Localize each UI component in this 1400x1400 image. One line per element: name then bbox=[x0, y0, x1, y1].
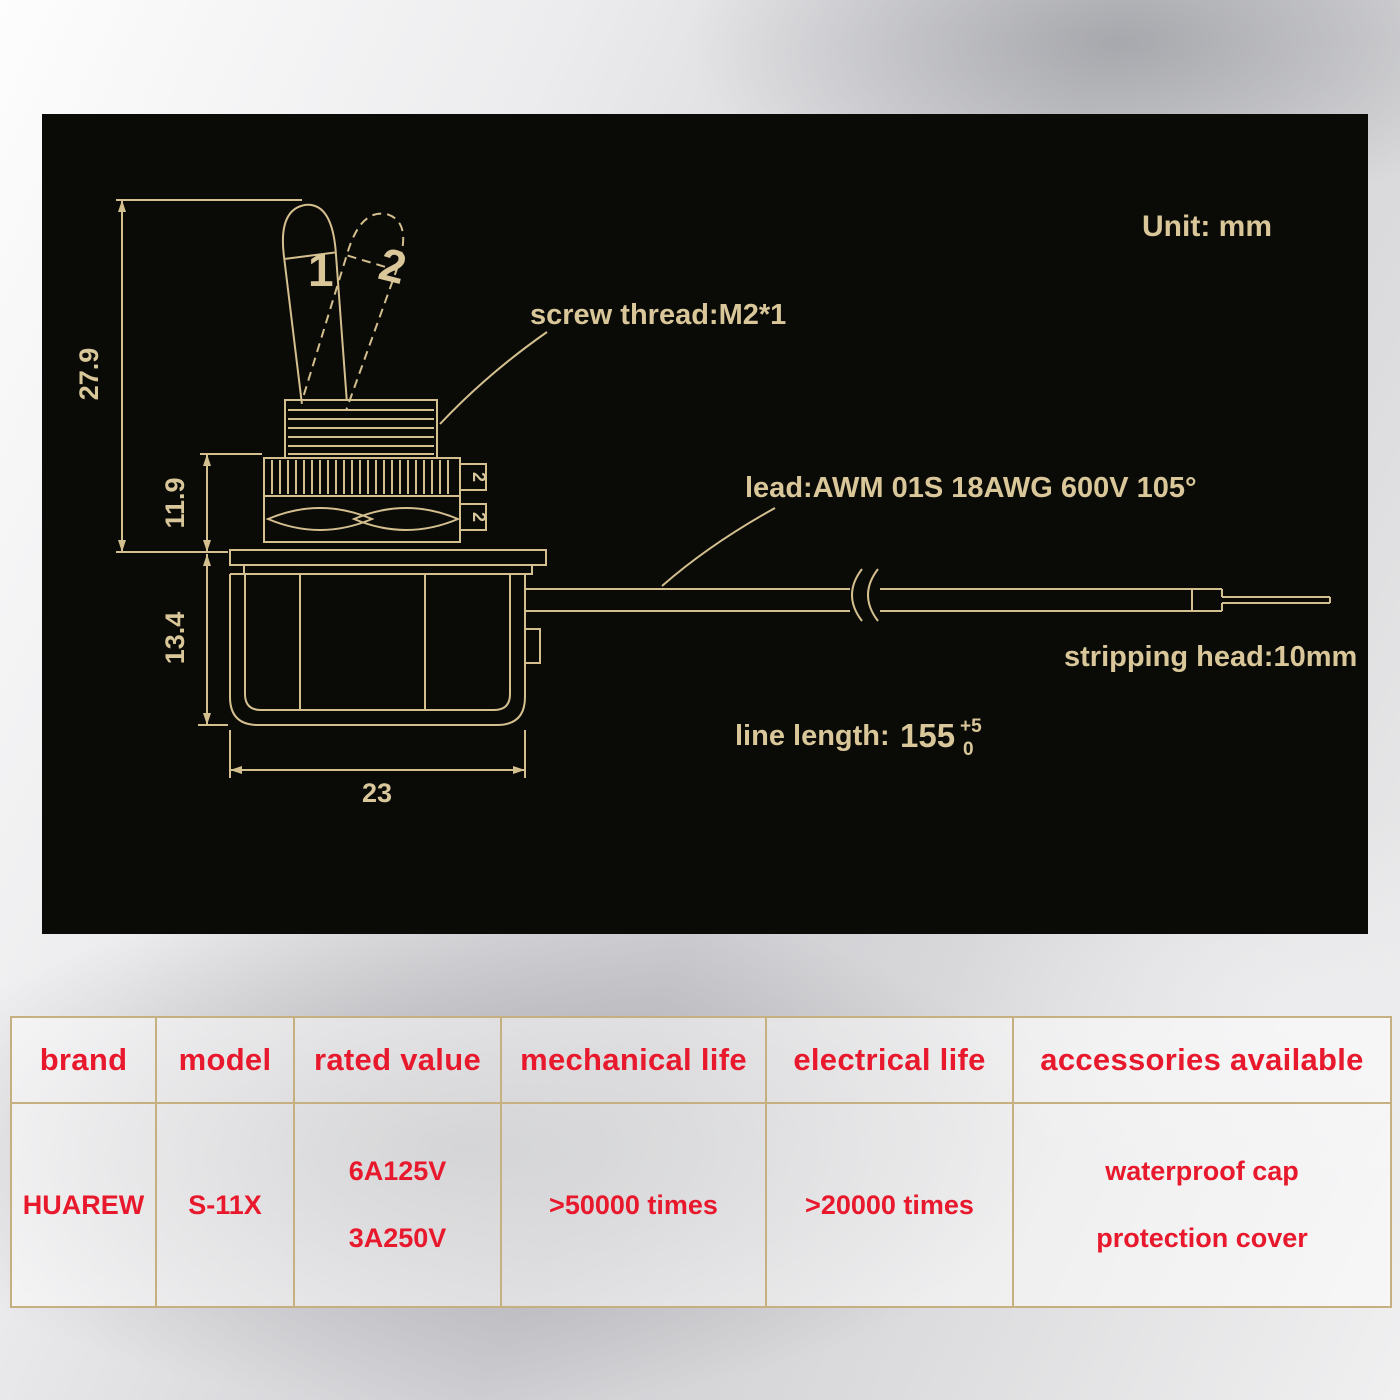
dimension-body-width bbox=[229, 730, 526, 778]
lead-leader-line bbox=[661, 507, 776, 587]
toggle-position-1-label: 1 bbox=[308, 244, 334, 296]
cell-electrical-life: >20000 times bbox=[765, 1102, 1014, 1308]
header-electrical-life: electrical life bbox=[765, 1016, 1014, 1104]
switch-body bbox=[229, 573, 541, 726]
accessories-line-1: waterproof cap bbox=[1105, 1156, 1299, 1186]
spec-table-header-row: brand model rated value mechanical life … bbox=[10, 1016, 1392, 1104]
dim-13-4-label: 13.4 bbox=[160, 612, 190, 665]
stripping-head-label: stripping head:10mm bbox=[1064, 641, 1357, 673]
toggle-lever-1 bbox=[281, 203, 348, 405]
knurled-nut bbox=[263, 457, 461, 497]
dim-27-9-label: 27.9 bbox=[74, 348, 104, 401]
header-rated-value: rated value bbox=[293, 1016, 502, 1104]
unit-label: Unit: mm bbox=[1142, 210, 1272, 243]
line-length-value: 155 bbox=[900, 717, 955, 754]
cell-mechanical-life: >50000 times bbox=[500, 1102, 767, 1308]
accessories-line-2: protection cover bbox=[1096, 1223, 1308, 1253]
cell-accessories: waterproof cap protection cover bbox=[1012, 1102, 1392, 1308]
line-length-tol-upper: +5 bbox=[960, 716, 982, 737]
mounting-flange bbox=[229, 549, 547, 575]
header-accessories-available: accessories available bbox=[1012, 1016, 1392, 1104]
dim-23-label: 23 bbox=[362, 778, 392, 808]
cell-brand: HUAREW bbox=[10, 1102, 157, 1308]
dim-11-9-label: 11.9 bbox=[160, 477, 190, 528]
terminal-tabs bbox=[459, 463, 487, 531]
cell-model: S-11X bbox=[155, 1102, 295, 1308]
lead-label: lead:AWM 01S 18AWG 600V 105° bbox=[745, 472, 1197, 504]
cell-rated-value: 6A125V 3A250V bbox=[293, 1102, 502, 1308]
rated-value-line-1: 6A125V bbox=[348, 1156, 447, 1186]
dimension-body-height bbox=[198, 554, 228, 726]
screw-thread-leader-line bbox=[439, 331, 548, 425]
lead-wire bbox=[525, 568, 1331, 622]
screw-thread-label: screw thread:M2*1 bbox=[530, 299, 786, 331]
rated-value-line-2: 3A250V bbox=[348, 1223, 447, 1253]
line-length-label: line length: bbox=[735, 720, 890, 752]
terminal-mark-top: 2 bbox=[469, 472, 489, 482]
hex-nut bbox=[263, 495, 461, 543]
header-model: model bbox=[155, 1016, 295, 1104]
technical-diagram-panel: 1 2 2 2 27.9 11.9 13.4 23 Unit: mm screw… bbox=[42, 114, 1368, 934]
spec-table-data-row: HUAREW S-11X 6A125V 3A250V >50000 times … bbox=[10, 1102, 1392, 1308]
header-mechanical-life: mechanical life bbox=[500, 1016, 767, 1104]
dimension-height-total bbox=[116, 199, 302, 553]
toggle-position-2-label: 2 bbox=[374, 237, 411, 294]
header-brand: brand bbox=[10, 1016, 157, 1104]
toggle-lever-2 bbox=[302, 212, 405, 410]
dimension-mount-stack bbox=[200, 453, 262, 552]
terminal-mark-bottom: 2 bbox=[469, 512, 489, 522]
threaded-bushing bbox=[284, 399, 438, 459]
line-length-tol-lower: 0 bbox=[963, 739, 974, 760]
spec-table: brand model rated value mechanical life … bbox=[10, 1016, 1392, 1308]
toggle-switch-diagram: 1 2 2 2 27.9 11.9 13.4 23 Unit: mm screw… bbox=[74, 199, 1357, 808]
